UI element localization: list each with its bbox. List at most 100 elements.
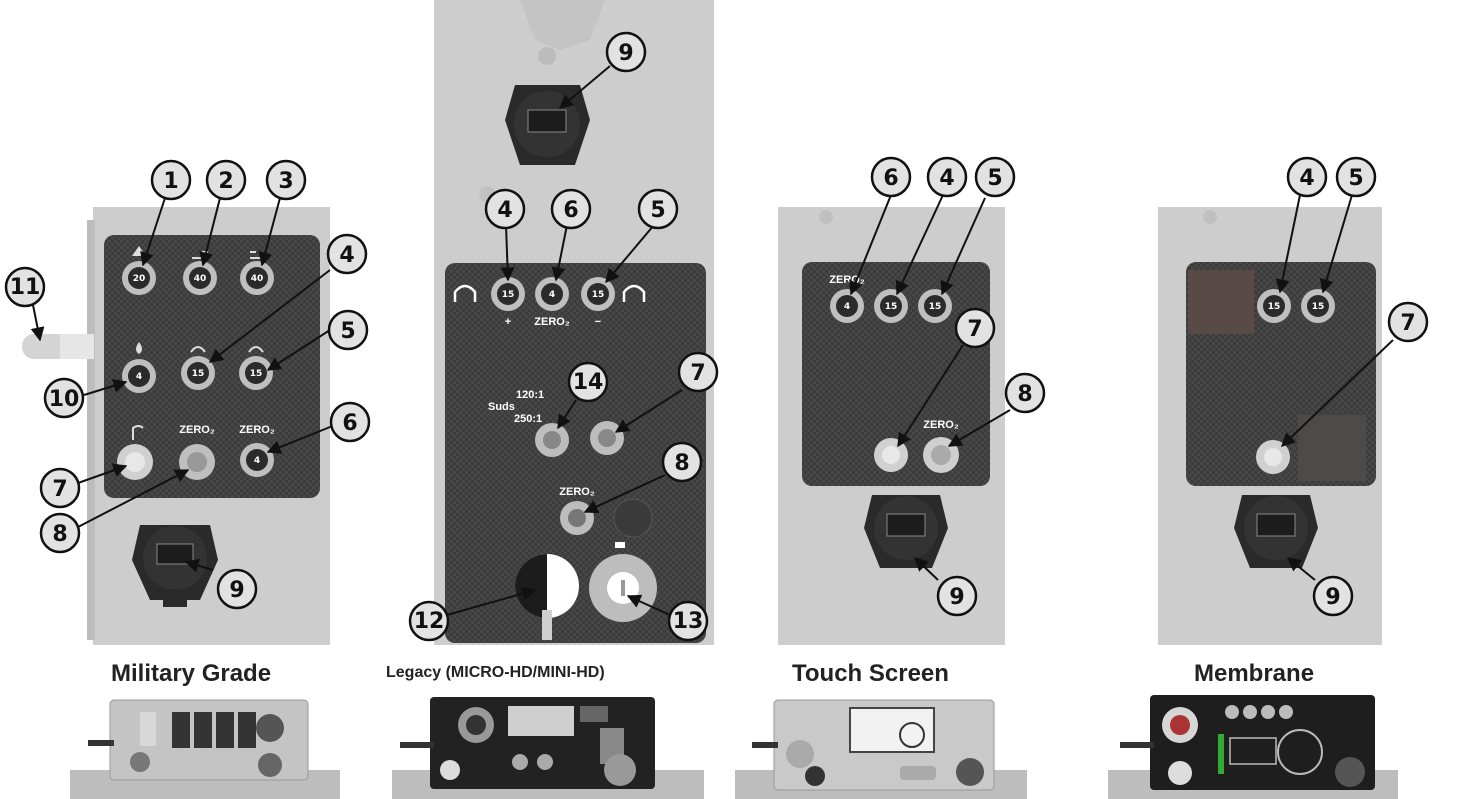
military-switch-8[interactable] — [179, 444, 215, 480]
legacy-suds-knob-14[interactable] — [535, 423, 569, 457]
membrane-switch-7[interactable] — [1256, 440, 1290, 474]
svg-text:4: 4 — [254, 456, 260, 466]
svg-text:20: 20 — [133, 274, 146, 284]
legacy-switch-8[interactable] — [560, 501, 594, 535]
zero-label: ZERO₂ — [534, 316, 570, 328]
legacy-button-6[interactable]: 4 — [535, 277, 569, 311]
military-switch-7[interactable] — [117, 444, 153, 480]
svg-text:2: 2 — [218, 169, 233, 194]
military-button-6[interactable]: 4 — [240, 443, 274, 477]
svg-text:5: 5 — [650, 198, 665, 223]
touch-screen-unit: ZERO₂ 4 15 15 ZERO₂ — [778, 207, 1005, 645]
legacy-button-5[interactable]: 15 — [581, 277, 615, 311]
callout-6: 6 — [870, 156, 912, 198]
callout-6: 6 — [329, 401, 371, 443]
zero-label: ZERO₂ — [559, 486, 595, 498]
callout-10: 10 — [43, 377, 85, 419]
svg-text:1: 1 — [163, 169, 178, 194]
military-button-10[interactable]: 4 — [122, 359, 156, 393]
membrane-panel-patch — [1188, 270, 1254, 334]
svg-text:15: 15 — [929, 302, 942, 312]
legacy-key-switch-13[interactable] — [589, 554, 657, 622]
military-button-2[interactable]: 40 — [183, 261, 217, 295]
callout-7: 7 — [954, 307, 996, 349]
lock-icon — [615, 542, 625, 548]
touch-gauge-9 — [864, 495, 948, 568]
zero-label: ZERO₂ — [239, 424, 275, 436]
touch-button-5[interactable]: 15 — [918, 289, 952, 323]
svg-text:3: 3 — [278, 169, 293, 194]
svg-text:6: 6 — [342, 411, 357, 436]
svg-text:10: 10 — [49, 387, 80, 412]
callout-8: 8 — [1004, 372, 1046, 414]
touch-switch-7[interactable] — [874, 438, 908, 472]
heat-up-icon — [190, 346, 206, 353]
svg-text:11: 11 — [10, 275, 41, 300]
heat-icon — [453, 284, 477, 302]
military-button-1[interactable]: 20 — [122, 261, 156, 295]
membrane-gauge-9 — [1234, 495, 1318, 568]
svg-text:9: 9 — [949, 585, 964, 610]
svg-text:15: 15 — [192, 369, 205, 379]
svg-text:15: 15 — [1312, 302, 1325, 312]
svg-text:9: 9 — [618, 41, 633, 66]
svg-text:7: 7 — [967, 317, 982, 342]
legacy-switch-7[interactable] — [590, 421, 624, 455]
military-button-3[interactable]: 40 — [240, 261, 274, 295]
callout-7: 7 — [1387, 301, 1429, 343]
membrane-button-4[interactable]: 15 — [1257, 289, 1291, 323]
callout-5: 5 — [974, 156, 1016, 198]
callout-6: 6 — [550, 188, 592, 230]
panel-title-touch-screen: Touch Screen — [792, 660, 949, 687]
leader-lines — [30, 65, 1394, 616]
svg-text:9: 9 — [229, 578, 244, 603]
svg-text:15: 15 — [1268, 302, 1281, 312]
military-button-5[interactable]: 15 — [239, 356, 273, 390]
svg-text:12: 12 — [414, 609, 445, 634]
touch-button-4[interactable]: 15 — [874, 289, 908, 323]
svg-text:5: 5 — [1348, 166, 1363, 191]
thumbnail-touch-screen — [735, 699, 1027, 799]
svg-text:4: 4 — [339, 243, 354, 268]
military-button-4[interactable]: 15 — [181, 356, 215, 390]
svg-text:9: 9 — [1325, 585, 1340, 610]
svg-text:4: 4 — [1299, 166, 1314, 191]
callout-9: 9 — [1312, 575, 1354, 617]
plus-label: + — [505, 316, 511, 328]
blank-plug — [613, 498, 653, 538]
callout-2: 2 — [205, 159, 247, 201]
callout-5: 5 — [1335, 156, 1377, 198]
legacy-button-4[interactable]: 15 — [491, 277, 525, 311]
svg-text:8: 8 — [1017, 382, 1032, 407]
callout-7: 7 — [39, 467, 81, 509]
callout-14: 14 — [567, 361, 609, 403]
touch-button-6[interactable]: 4 — [830, 289, 864, 323]
callout-8: 8 — [39, 512, 81, 554]
thumbnail-military — [70, 699, 340, 799]
callout-1: 1 — [150, 159, 192, 201]
callout-4: 4 — [1286, 156, 1328, 198]
suds-label: Suds — [488, 401, 515, 413]
zero-label: ZERO₂ — [179, 424, 215, 436]
membrane-panel-patch — [1298, 415, 1366, 481]
thumbnail-membrane — [1108, 695, 1398, 799]
svg-text:8: 8 — [674, 451, 689, 476]
svg-text:5: 5 — [340, 319, 355, 344]
svg-text:40: 40 — [194, 274, 207, 284]
callout-11: 11 — [4, 266, 46, 308]
svg-text:4: 4 — [844, 302, 850, 312]
membrane-button-5[interactable]: 15 — [1301, 289, 1335, 323]
callout-3: 3 — [265, 159, 307, 201]
callout-13: 13 — [667, 600, 709, 642]
svg-text:6: 6 — [883, 166, 898, 191]
svg-text:5: 5 — [987, 166, 1002, 191]
wand-icon — [132, 425, 144, 440]
legacy-selector-12[interactable] — [515, 554, 579, 640]
callout-5: 5 — [637, 188, 679, 230]
callout-4: 4 — [926, 156, 968, 198]
thumbnail-legacy — [392, 697, 704, 799]
svg-text:8: 8 — [52, 522, 67, 547]
ratio-label: 120:1 — [516, 389, 544, 401]
svg-text:4: 4 — [939, 166, 954, 191]
